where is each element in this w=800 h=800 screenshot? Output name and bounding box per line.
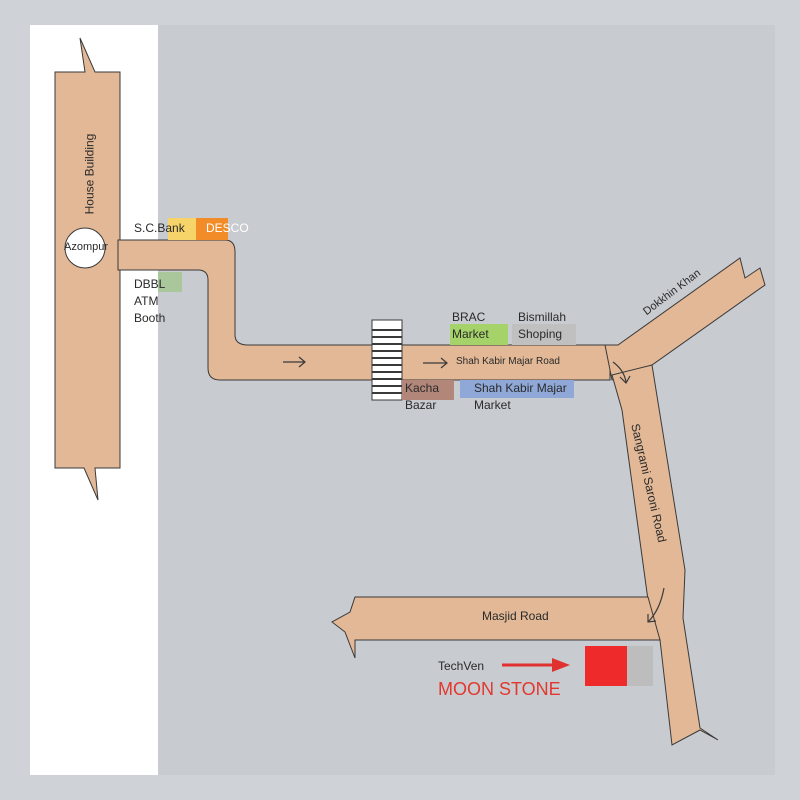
place-label-bismillah: Bismillah	[518, 310, 567, 324]
direction-arrow-icon	[283, 356, 306, 368]
road-label-house-building: House Building	[82, 133, 97, 215]
sc-bank-marker	[168, 218, 198, 240]
kacha-bazar-marker	[402, 380, 454, 400]
place-label-desco: DESCO	[206, 221, 249, 235]
direction-arrow-icon	[423, 357, 448, 369]
place-label-moon-stone: MOON STONE	[438, 679, 561, 699]
place-label-techven: TechVen	[438, 659, 485, 673]
place-label-brac-market: Market	[452, 327, 489, 341]
place-label-booth: Booth	[134, 311, 166, 325]
footbridge	[371, 319, 403, 401]
masjid-road	[331, 596, 661, 659]
dbbl-atm-marker	[158, 272, 182, 292]
place-label-shoping: Shoping	[518, 327, 563, 341]
place-label-dbbl: DBBL	[134, 277, 166, 291]
place-label-brac: BRAC	[452, 310, 486, 324]
shah-kabir-majar-market-marker	[460, 380, 574, 398]
road-label-shah-kabir-majar-road: Shah Kabir Majar Road	[456, 356, 560, 367]
brac-market-marker	[450, 324, 508, 345]
place-label-market: Market	[474, 398, 511, 412]
moon-stone-pointer-arrow	[502, 658, 570, 672]
place-label-shah-kabir-majar-market: Shah Kabir Majar	[474, 381, 567, 395]
curve-arrow-icon	[647, 587, 665, 623]
bismillah-shoping-marker	[512, 324, 576, 345]
moon-stone-building	[585, 646, 627, 686]
curve-arrow-icon	[612, 361, 631, 384]
house-building-road	[54, 37, 121, 501]
road-label-masjid-road: Masjid Road	[482, 609, 549, 623]
place-label-atm: ATM	[134, 294, 159, 308]
place-label-kacha: Kacha	[405, 381, 440, 395]
desco-marker	[196, 218, 228, 240]
place-label-sc-bank: S.C.Bank	[134, 221, 185, 235]
azompur-roundabout	[64, 227, 106, 269]
place-label-bazar: Bazar	[405, 398, 437, 412]
place-label-azompur: Azompur	[64, 241, 109, 253]
